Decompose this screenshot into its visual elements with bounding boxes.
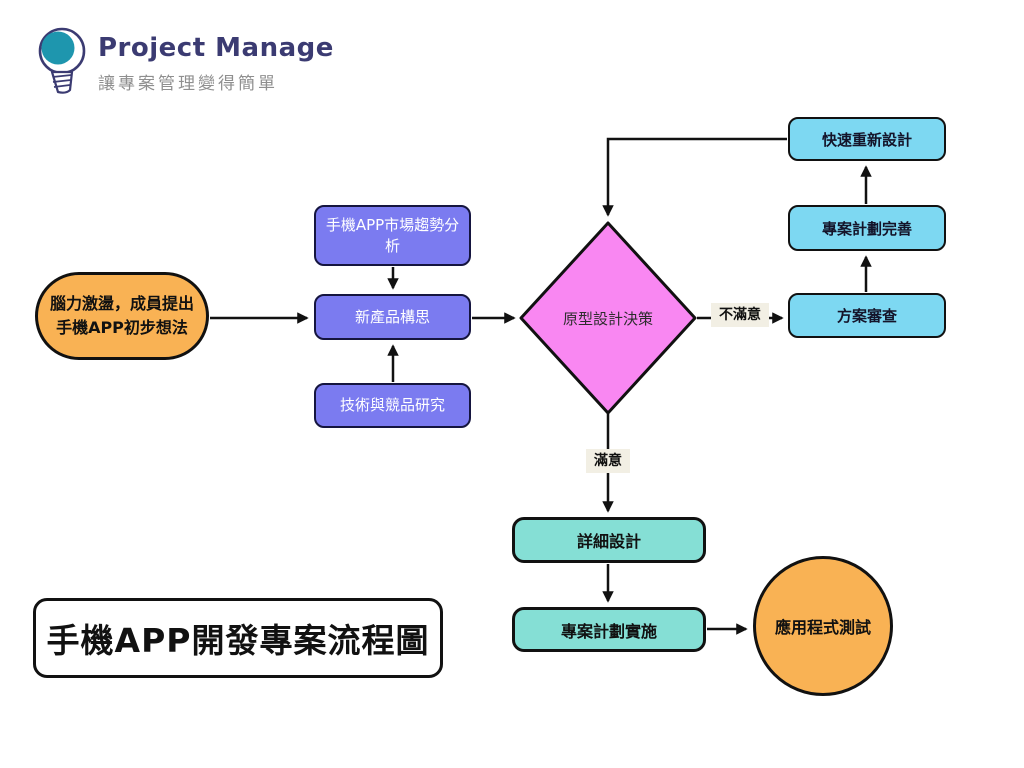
lightbulb-icon [38,27,86,94]
node-plan-complete: 專案計劃完善 [788,205,946,251]
node-detail-design: 詳細設計 [512,517,706,563]
node-new-product-idea: 新產品構思 [314,294,471,340]
diagram-title-text: 手機APP開發專案流程圖 [46,621,430,660]
node-plan-implementation: 專案計劃實施 [512,607,706,652]
decision-diamond-shape [519,221,697,415]
node-plan-complete-label: 專案計劃完善 [821,219,912,238]
node-prototype-decision-label: 原型設計決策 [562,309,653,328]
node-app-testing: 應用程式測試 [753,556,893,696]
edge-label-unsatisfied: 不滿意 [711,303,769,327]
node-detail-design-label: 詳細設計 [576,532,641,551]
logo: Project Manage 讓專案管理變得簡單 [34,26,334,96]
logo-subtitle: 讓專案管理變得簡單 [98,73,278,94]
node-quick-redesign-label: 快速重新設計 [821,130,912,149]
node-new-product-idea-label: 新產品構思 [354,307,430,326]
node-plan-implementation-label: 專案計劃實施 [560,621,657,641]
node-tech-research: 技術與競品研究 [314,383,471,428]
node-brainstorm-line1: 腦力激盪，成員提出 [49,294,194,313]
diagram-title: 手機APP開發專案流程圖 [33,598,443,678]
node-quick-redesign: 快速重新設計 [788,117,946,161]
edge-label-satisfied: 滿意 [586,449,630,473]
node-app-testing-label: 應用程式測試 [774,618,871,637]
node-market-analysis: 手機APP市場趨勢分析 [314,205,471,266]
node-plan-review-label: 方案審查 [836,307,897,325]
node-brainstorm-start: 腦力激盪，成員提出 手機APP初步想法 [35,272,209,360]
logo-title: Project Manage [98,33,334,63]
node-plan-review: 方案審查 [788,293,946,338]
edge-redesign-decision [602,137,787,217]
node-brainstorm-line2: 手機APP初步想法 [56,318,188,337]
node-prototype-decision: 原型設計決策 [521,296,695,340]
node-market-analysis-label: 手機APP市場趨勢分析 [325,215,460,255]
node-tech-research-label: 技術與競品研究 [339,396,445,414]
